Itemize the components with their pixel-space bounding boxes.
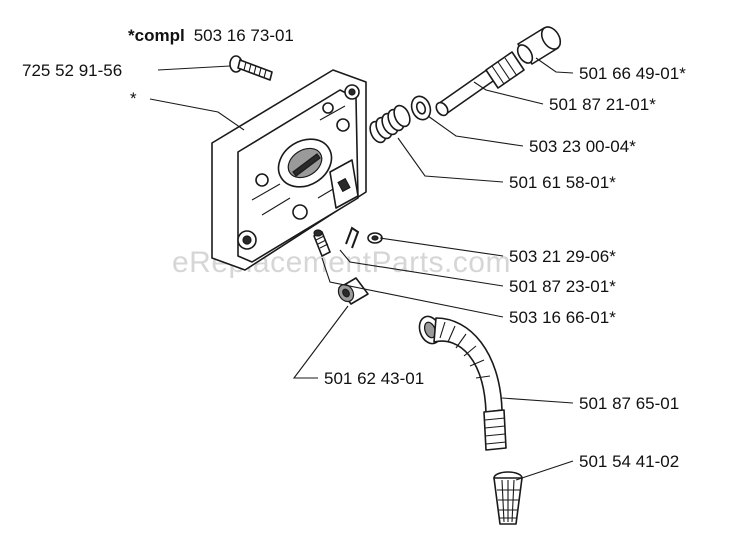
assembly-prefix: *compl [128, 26, 185, 45]
callout-501-62-43-01: 501 62 43-01 [324, 369, 424, 388]
callout-503-21-29-06: 503 21 29-06* [509, 247, 616, 266]
screw-725-52-91-56 [229, 55, 273, 81]
sleeve-501-66-49-01 [516, 26, 562, 65]
assembly-number: 503 16 73-01 [194, 26, 294, 45]
callout-501-87-23-01: 501 87 23-01* [509, 277, 616, 296]
leader-lines [149, 57, 574, 481]
pin-503-21-29-06 [367, 232, 383, 244]
washer-503-23-00-04 [410, 95, 432, 121]
callout-labels: * 725 52 91-56 501 66 49-01* 501 87 21-0… [22, 61, 686, 471]
callout-501-87-65-01: 501 87 65-01 [579, 394, 679, 413]
callout-501-66-49-01: 501 66 49-01* [579, 64, 686, 83]
callout-501-61-58-01: 501 61 58-01* [509, 173, 616, 192]
pump-housing [211, 69, 367, 271]
callout-503-23-00-04: 503 23 00-04* [529, 137, 636, 156]
callout-503-16-66-01: 503 16 66-01* [509, 308, 616, 327]
hose-501-87-65-01 [418, 315, 507, 451]
callout-501-54-41-02: 501 54 41-02 [579, 452, 679, 471]
screw-501-87-23-01 [313, 229, 331, 257]
callout-asterisk: * [130, 89, 137, 108]
spring-501-61-58-01 [369, 104, 411, 144]
assembly-title: *compl 503 16 73-01 [128, 26, 294, 45]
nut-501-62-43-01 [337, 277, 369, 305]
filter-501-54-41-02 [493, 471, 523, 525]
clip-503-16-66-01 [345, 226, 360, 249]
callout-501-87-21-01: 501 87 21-01* [549, 95, 656, 114]
piston-501-87-21-01 [435, 51, 525, 117]
callout-725-52-91-56: 725 52 91-56 [22, 61, 122, 80]
